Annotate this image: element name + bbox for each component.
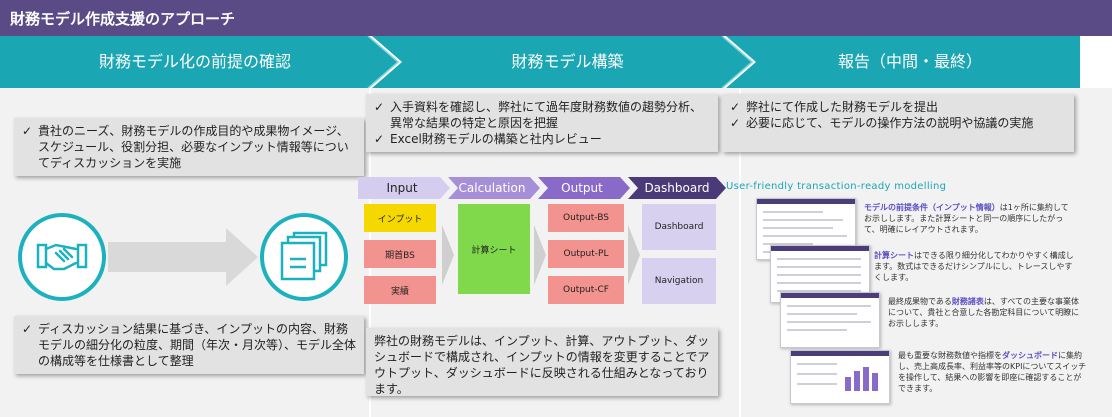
stage-1-top-callout: ✓貴社のニーズ、財務モデルの作成目的や成果物イメージ、スケジュール、役割分担、必…	[14, 118, 364, 176]
stage-3-label: 報告（中間・最終）	[837, 52, 982, 71]
connector-arrow-2	[534, 225, 546, 285]
flow-arrow	[108, 228, 258, 286]
input-box-opening-bs: 期首BS	[364, 240, 436, 268]
check-icon: ✓	[730, 116, 741, 130]
output-box-cf: Output-CF	[548, 276, 624, 304]
note-dashboard: 最も重要な財務数値や指標をダッシュボードに集約し、売上高成長率、利益率等のKPI…	[898, 351, 1087, 393]
note-calc: 計算シートはできる限り細分化してわかりやすく構成します。数式はできるだけシンプル…	[874, 251, 1074, 282]
model-screenshot-3	[780, 292, 880, 348]
input-box-actuals: 実績	[364, 276, 436, 304]
stage-1-chevron	[0, 36, 398, 88]
page-title: 財務モデル作成支援のアプローチ	[10, 10, 236, 28]
handshake-circle	[18, 213, 106, 301]
check-icon: ✓	[22, 322, 33, 336]
connector-arrow-1	[442, 225, 454, 285]
connector-arrow-3	[628, 225, 640, 285]
input-box-input: インプット	[364, 204, 436, 232]
stage-3-chevron	[726, 36, 1080, 88]
navigation-box: Navigation	[642, 258, 716, 304]
note-input: モデルの前提条件（インプット情報）は1ヶ所に集約してお示しします。また計算シート…	[864, 203, 1069, 234]
stage-1-bottom-callout: ✓ディスカッション結果に基づき、インプットの内容、財務モデルの細分化の粒度、期間…	[14, 316, 364, 374]
stage-2-chevron	[372, 36, 752, 88]
stage-1-label: 財務モデル化の前提の確認	[98, 52, 291, 71]
check-icon: ✓	[730, 100, 741, 114]
tab-calculation: Calculation	[458, 181, 526, 195]
modelling-caption: User-friendly transaction-ready modellin…	[726, 181, 947, 192]
handshake-icon	[36, 243, 88, 271]
title-bar: 財務モデル作成支援のアプローチ	[0, 0, 1112, 36]
pipeline-tabs	[358, 177, 726, 199]
tab-input-shape	[358, 177, 450, 199]
tab-calculation-shape	[448, 177, 540, 199]
output-box-bs: Output-BS	[548, 204, 624, 232]
stage-2-label: 財務モデル構築	[511, 52, 624, 71]
model-screenshot-4	[790, 350, 890, 404]
tab-dashboard-shape	[628, 177, 726, 199]
tab-dashboard: Dashboard	[644, 181, 710, 195]
calc-sheet-box: 計算シート	[458, 204, 530, 294]
output-box-pl: Output-PL	[548, 240, 624, 268]
tab-output: Output	[561, 181, 603, 195]
check-icon: ✓	[374, 132, 385, 146]
check-icon: ✓	[374, 100, 385, 114]
tab-input: Input	[386, 181, 418, 195]
tab-output-shape	[538, 177, 630, 199]
documents-icon	[280, 231, 328, 281]
documents-circle	[260, 213, 348, 301]
stage-3-top-callout: ✓弊社にて作成した財務モデルを提出 ✓必要に応じて、モデルの操作方法の説明や協議…	[722, 94, 1074, 152]
dashboard-box: Dashboard	[642, 204, 716, 250]
check-icon: ✓	[22, 124, 33, 138]
stage-2-bottom-callout: 弊社の財務モデルは、インプット、計算、アウトプット、ダッシュボードで構成され、イ…	[366, 328, 718, 396]
stage-2-top-callout: ✓入手資料を確認し、弊社にて過年度財務数値の趨勢分析、異常な結果の特定と原因を把…	[366, 94, 718, 152]
stage-chevron-bar	[0, 36, 1080, 88]
note-fs: 最終成果物である財務諸表は、すべての主要な事業体について、貴社と合意した各勘定科…	[888, 297, 1080, 328]
